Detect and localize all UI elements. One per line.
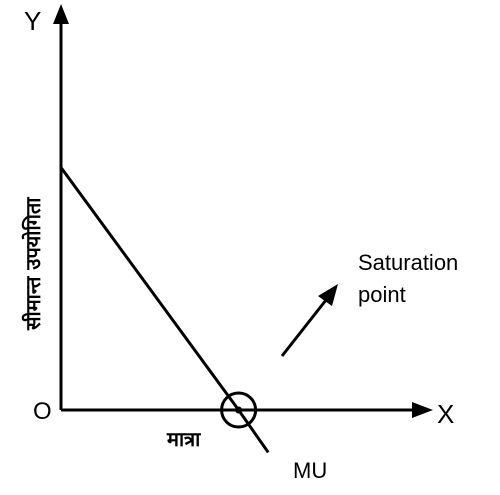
y-axis-arrowhead bbox=[53, 4, 69, 24]
saturation-label-line2: point bbox=[358, 282, 406, 307]
axes bbox=[53, 4, 433, 418]
y-axis-label: सीमान्त उपयोगिता bbox=[21, 197, 45, 331]
y-axis-letter: Y bbox=[24, 6, 41, 36]
saturation-pointer-arrow bbox=[280, 284, 338, 357]
saturation-label-line1: Saturation bbox=[358, 250, 458, 275]
origin-label: O bbox=[33, 398, 52, 425]
x-axis-letter: X bbox=[437, 399, 454, 429]
saturation-point-dot bbox=[235, 406, 243, 414]
series-label-mu: MU bbox=[293, 458, 327, 483]
saturation-point-marker bbox=[220, 391, 258, 429]
x-axis-arrowhead bbox=[412, 402, 433, 418]
x-axis-label: मात्रा bbox=[166, 427, 201, 451]
